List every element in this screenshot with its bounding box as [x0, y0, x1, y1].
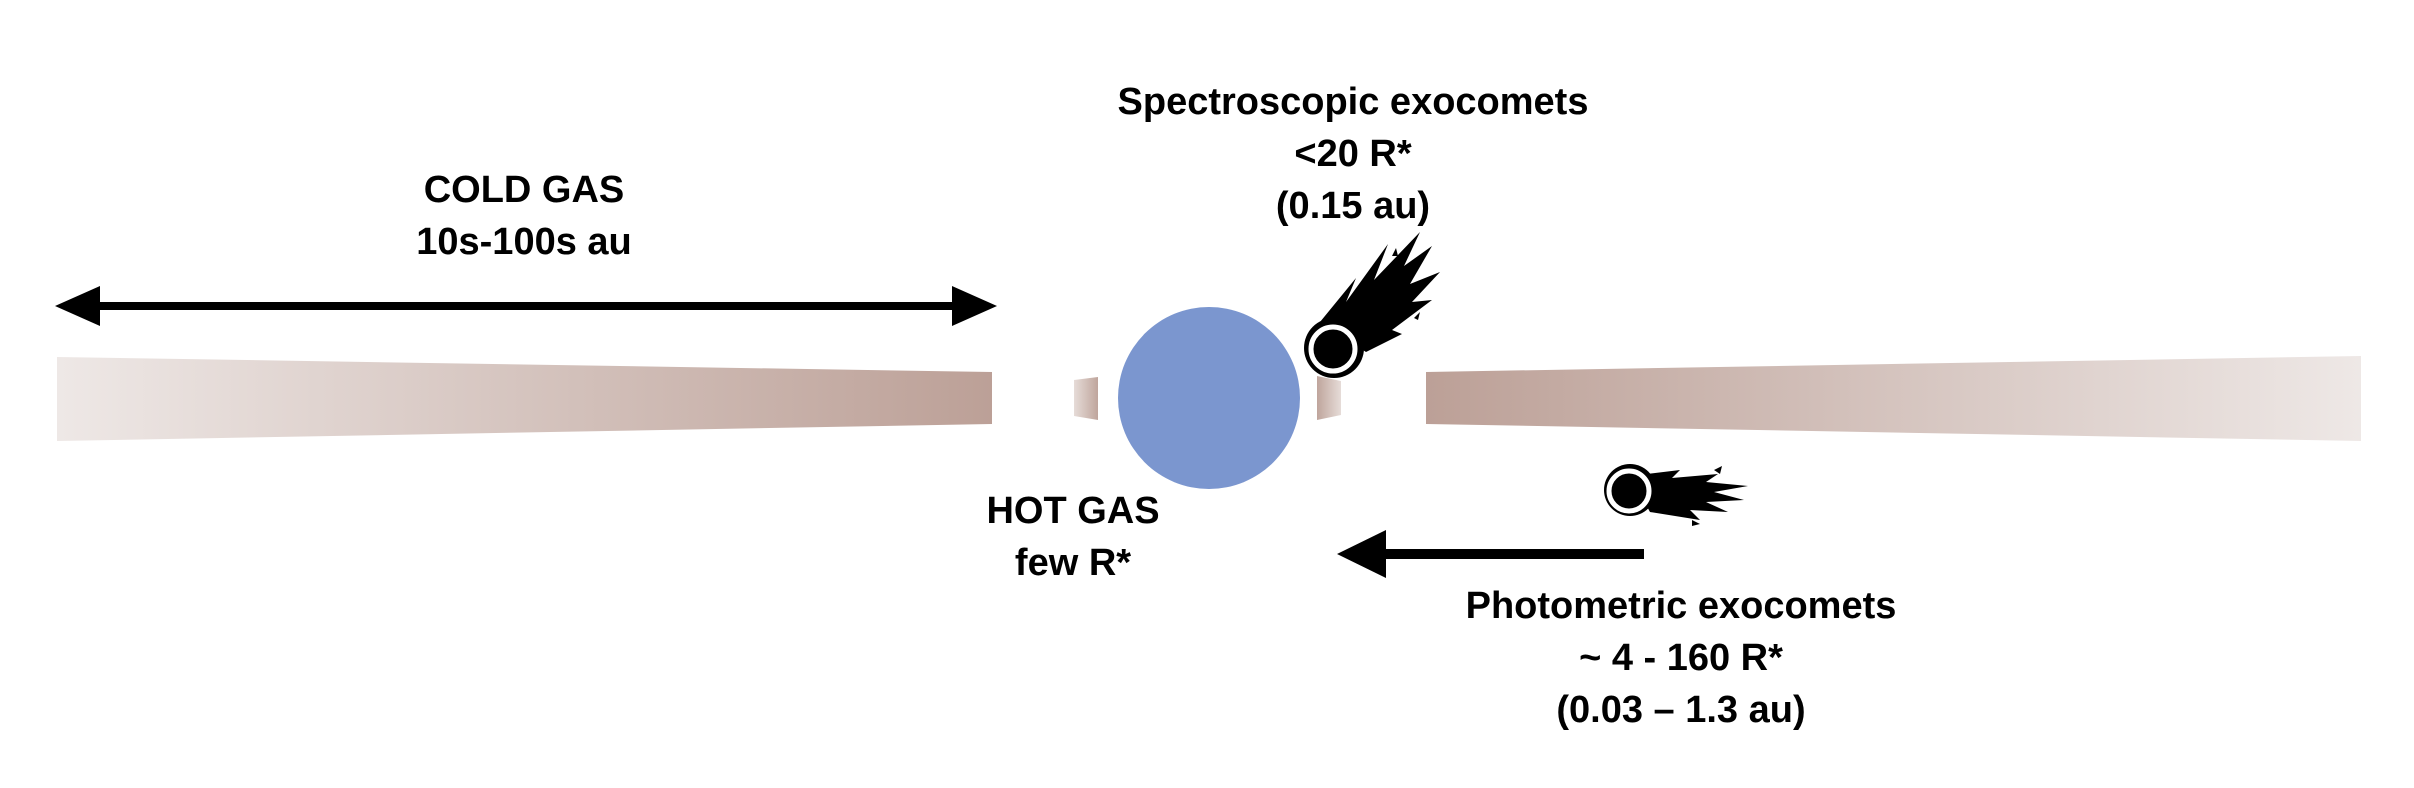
photometric-range: ~ 4 - 160 R*: [1579, 637, 1783, 679]
cold-gas-arrow: [55, 286, 997, 326]
hot-gas-title: HOT GAS: [986, 490, 1160, 532]
spectroscopic-range: <20 R*: [1294, 133, 1412, 175]
photometric-arrow: [1337, 530, 1644, 578]
comet-icon: [1604, 464, 1748, 526]
spectroscopic-title: Spectroscopic exocomets: [1117, 81, 1589, 123]
outer-disk-left: [57, 357, 992, 441]
comet-icon: [1304, 232, 1440, 378]
star: [1118, 307, 1300, 489]
photometric-title: Photometric exocomets: [1465, 585, 1897, 627]
cold-gas-label: COLD GAS 10s-100s au: [416, 164, 632, 268]
photometric-label: Photometric exocomets ~ 4 - 160 R* (0.03…: [1466, 580, 1897, 736]
inner-disk-right: [1317, 376, 1341, 420]
inner-disk-left: [1074, 377, 1098, 420]
hot-gas-label: HOT GAS few R*: [986, 485, 1159, 589]
hot-gas-range: few R*: [1014, 542, 1132, 584]
outer-disk-right: [1426, 356, 2361, 441]
cold-gas-title: COLD GAS: [423, 169, 625, 211]
cold-gas-range: 10s-100s au: [416, 221, 632, 263]
photometric-au: (0.03 – 1.3 au): [1556, 689, 1806, 731]
spectroscopic-au: (0.15 au): [1275, 185, 1431, 227]
spectroscopic-label: Spectroscopic exocomets <20 R* (0.15 au): [1118, 76, 1589, 232]
